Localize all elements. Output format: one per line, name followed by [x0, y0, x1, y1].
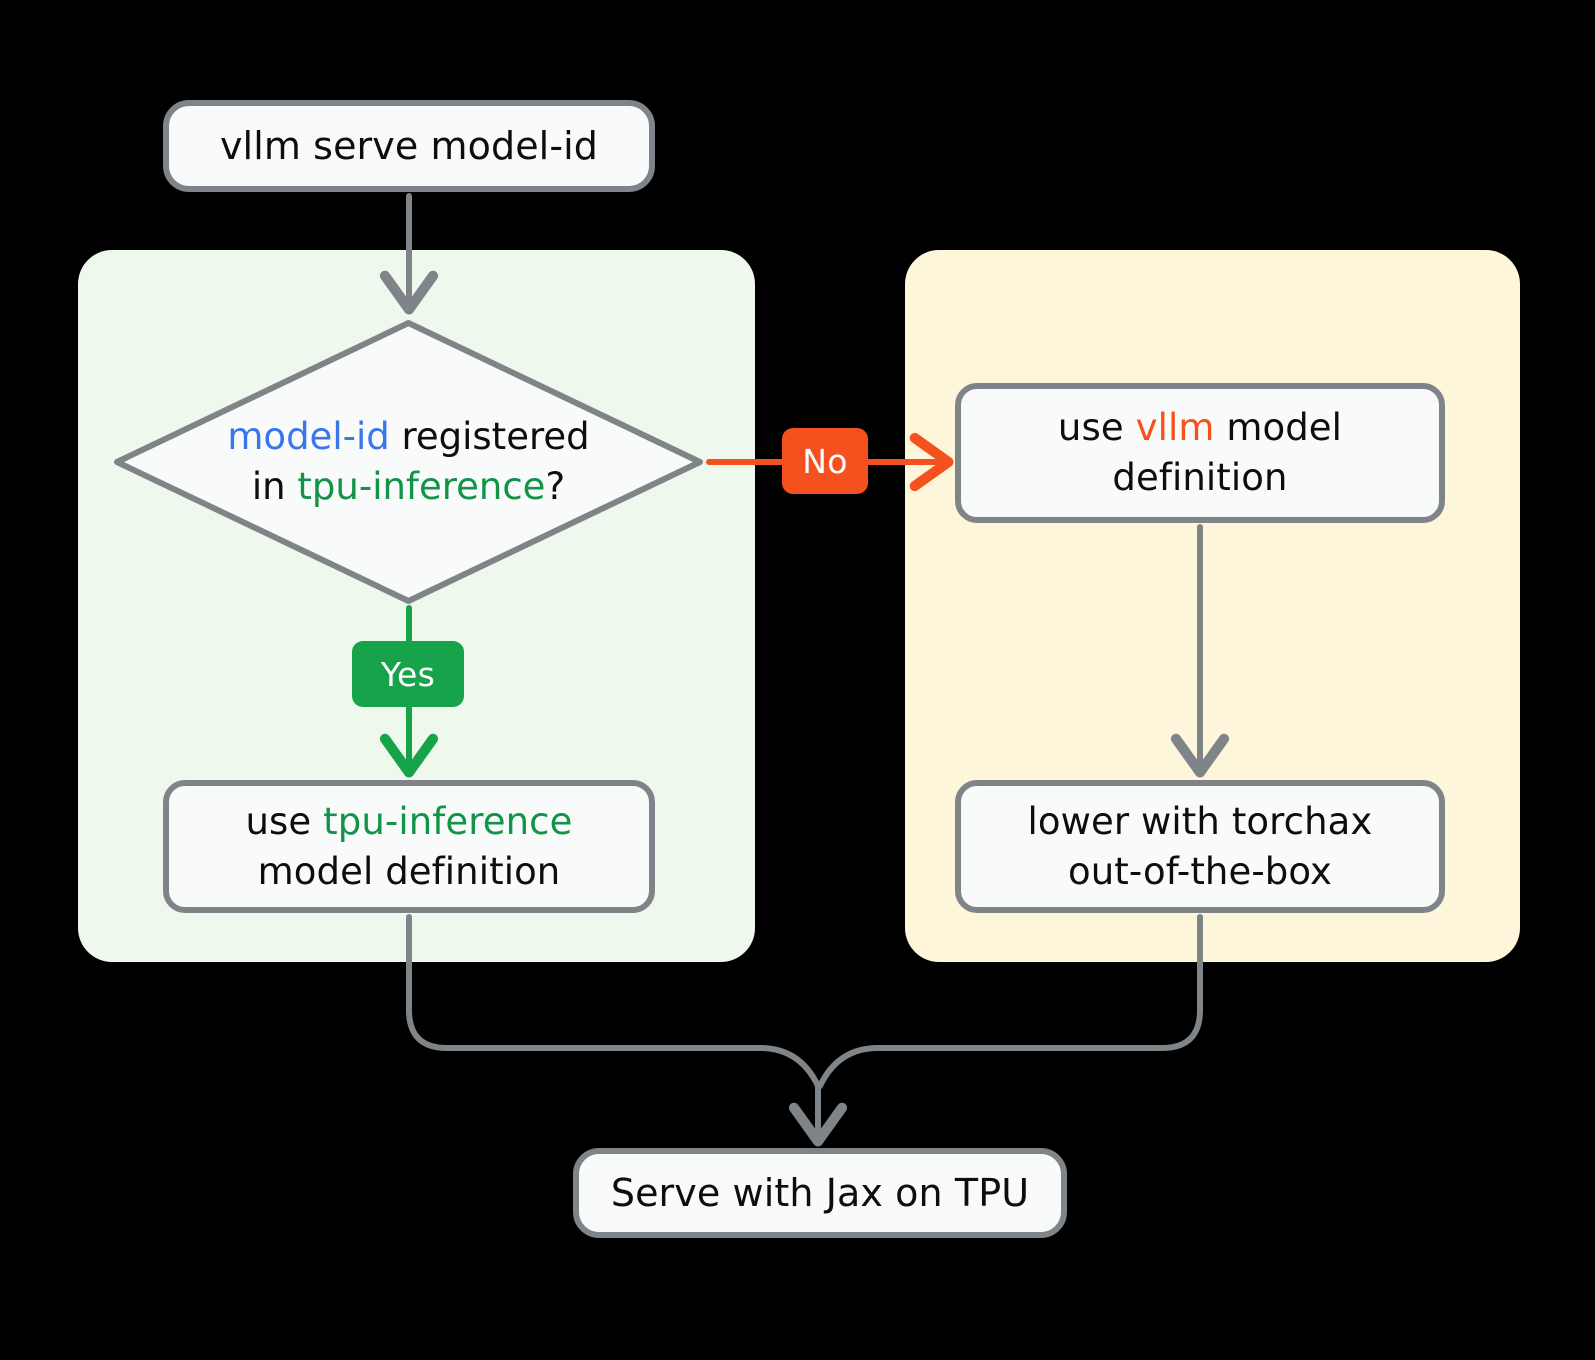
- diamond-shape: [114, 320, 703, 604]
- node-tpu-inference-model-definition[interactable]: use tpu-inference model definition: [163, 780, 655, 913]
- node-lower-with-torchax-label: lower with torchax out-of-the-box: [1004, 797, 1397, 896]
- node-vllm-model-definition[interactable]: use vllm model definition: [955, 383, 1445, 523]
- vllm-def-text-use: use: [1057, 406, 1136, 450]
- decision-text-model-id: model-id: [227, 414, 390, 458]
- decision-text-registered: registered: [389, 414, 590, 458]
- tpu-def-text-tail: model definition: [257, 849, 561, 893]
- decision-text-tpu-inference: tpu-inference: [297, 465, 546, 508]
- torchax-line-2: out-of-the-box: [1068, 849, 1332, 893]
- node-tpu-inference-model-definition-label: use tpu-inference model definition: [169, 797, 649, 896]
- vllm-def-text-tail: model definition: [1112, 406, 1343, 499]
- torchax-line-1: lower with torchax: [1027, 799, 1373, 843]
- node-start[interactable]: vllm serve model-id: [163, 100, 655, 192]
- tpu-def-text-use: use: [245, 799, 324, 843]
- node-lower-with-torchax[interactable]: lower with torchax out-of-the-box: [955, 780, 1445, 913]
- node-vllm-model-definition-label: use vllm model definition: [961, 403, 1439, 502]
- decision-text-in: in: [251, 465, 298, 508]
- tpu-def-text-tpu-inference: tpu-inference: [323, 799, 573, 843]
- node-decision[interactable]: model-id registered in tpu-inference?: [112, 318, 705, 606]
- node-serve-with-jax-on-tpu[interactable]: Serve with Jax on TPU: [573, 1148, 1067, 1238]
- node-start-label: vllm serve model-id: [219, 123, 599, 168]
- decision-text-question: ?: [545, 465, 566, 508]
- edge-label-yes: Yes: [352, 641, 464, 707]
- vllm-def-text-vllm: vllm: [1135, 406, 1215, 450]
- edge-label-no-text: No: [802, 441, 848, 481]
- edge-label-no: No: [782, 428, 868, 494]
- edge-label-yes-text: Yes: [380, 654, 436, 694]
- node-serve-with-jax-on-tpu-label: Serve with Jax on TPU: [610, 1170, 1030, 1215]
- node-decision-label: model-id registered in tpu-inference?: [112, 318, 705, 606]
